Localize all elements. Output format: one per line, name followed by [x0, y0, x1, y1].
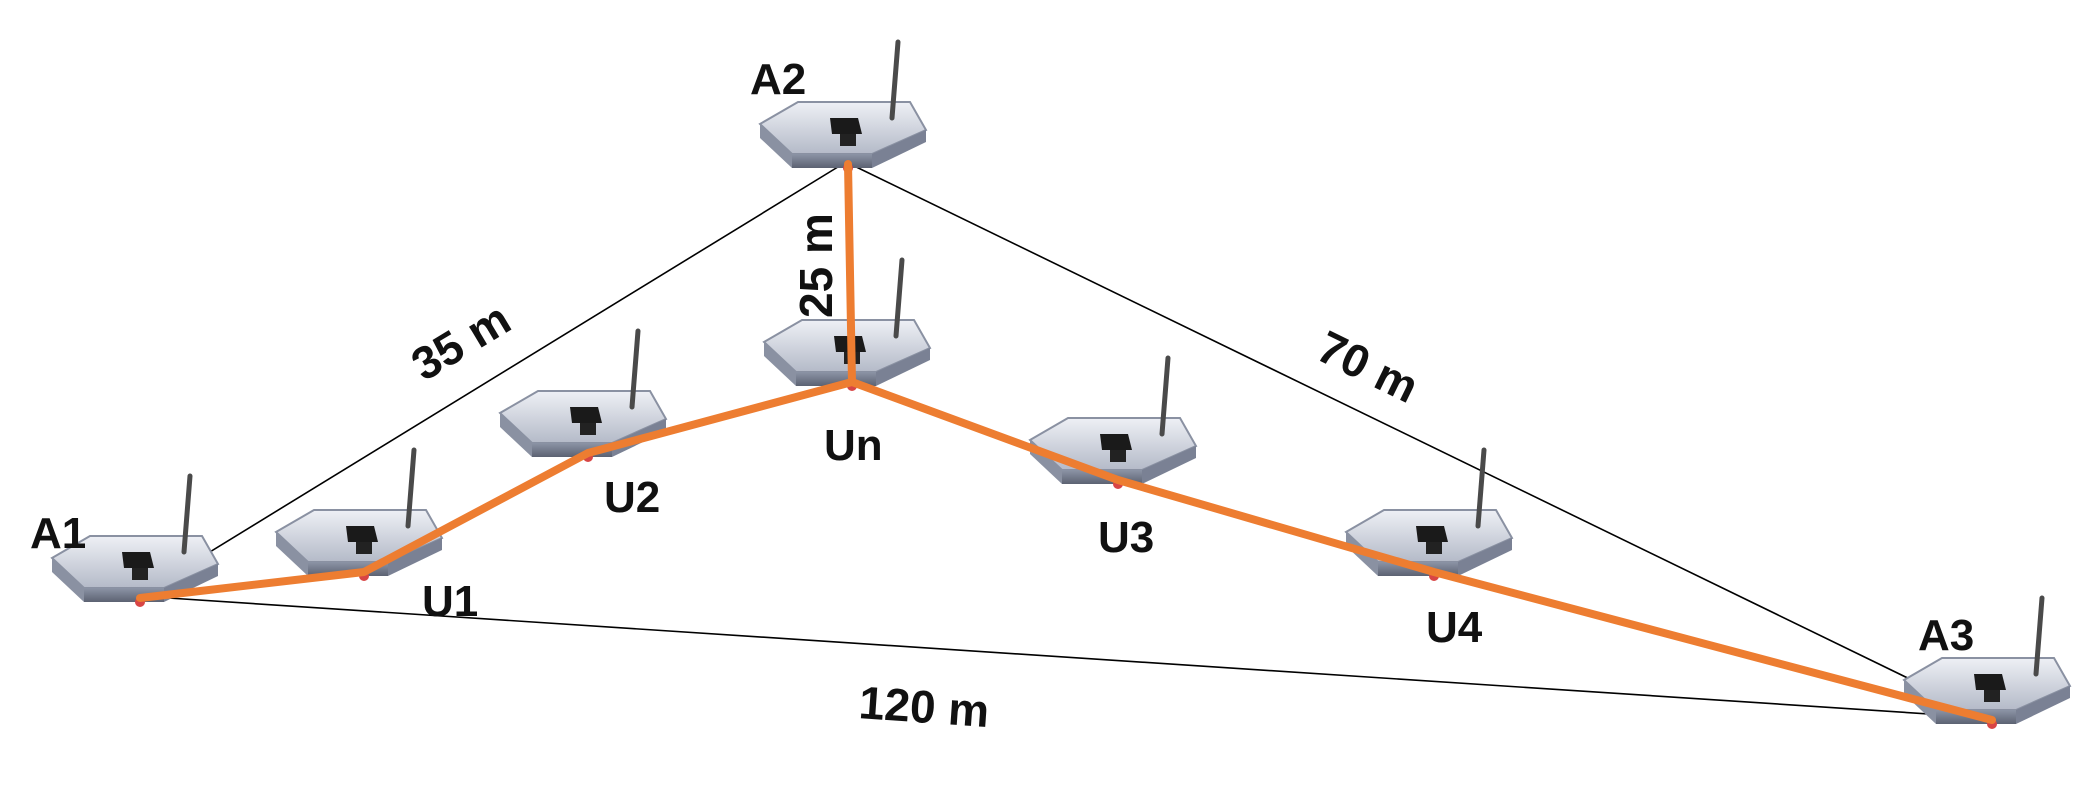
node-label-u3: U3: [1098, 513, 1154, 562]
node-label-u4: U4: [1426, 603, 1483, 652]
link-a1-a2: [137, 161, 847, 597]
node-label-a3: A3: [1918, 611, 1974, 660]
node-label-a2: A2: [750, 55, 806, 104]
node-label-u2: U2: [604, 473, 660, 522]
link-a2-a3: [845, 161, 1991, 719]
distance-label-a1-a3: 120 m: [857, 676, 991, 737]
router-icon-u3: [1030, 358, 1196, 489]
node-label-un: Un: [824, 421, 883, 470]
relay-path-a2-un: [844, 160, 856, 386]
node-label-a1: A1: [30, 509, 86, 558]
link-a1-a3: [137, 595, 1991, 719]
distance-label-a1-a2: 35 m: [402, 292, 519, 391]
node-label-u1: U1: [422, 577, 478, 626]
router-icon-u1: [276, 450, 442, 581]
distance-label-a2-un: 25 m: [790, 213, 842, 318]
router-icon-u4: [1346, 450, 1512, 581]
distance-label-a2-a3: 70 m: [1310, 320, 1427, 413]
